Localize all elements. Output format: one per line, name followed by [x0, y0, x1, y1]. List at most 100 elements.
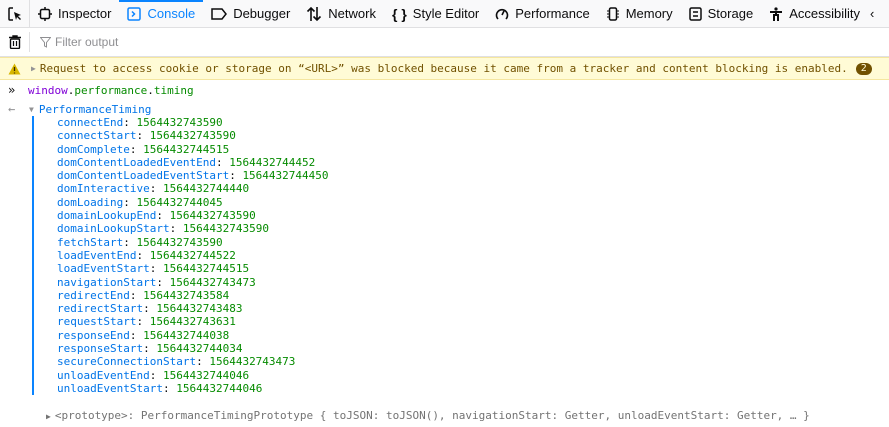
- tab-label: Memory: [625, 6, 673, 21]
- style-editor-icon: { }: [391, 5, 407, 22]
- warning-message: ▶ Request to access cookie or storage on…: [0, 57, 889, 80]
- console-output-line: ← ▼ PerformanceTiming: [0, 102, 151, 116]
- property-colon: :: [123, 235, 137, 249]
- overflow-chevron-icon[interactable]: ‹: [869, 6, 875, 21]
- tab-debugger[interactable]: Debugger: [203, 0, 298, 28]
- expand-arrow-icon[interactable]: ▶: [31, 64, 36, 73]
- memory-icon: [606, 6, 619, 21]
- property-colon: :: [149, 182, 163, 196]
- tab-label: Network: [328, 6, 376, 21]
- property-colon: :: [143, 302, 157, 316]
- object-type-label[interactable]: PerformanceTiming: [38, 102, 152, 116]
- property-value: 1564432744452: [229, 155, 316, 169]
- property-colon: :: [149, 368, 163, 382]
- property-row: domComplete: 1564432744515: [57, 143, 329, 156]
- devtools-toolbar: Inspector Console Debugger Network { } St…: [0, 0, 889, 28]
- tab-console[interactable]: Console: [119, 0, 203, 28]
- property-value: 1564432743483: [156, 302, 243, 316]
- property-row: connectEnd: 1564432743590: [57, 116, 329, 129]
- property-colon: :: [136, 129, 150, 143]
- tab-memory[interactable]: Memory: [598, 0, 681, 28]
- property-value: 1564432743584: [143, 288, 230, 302]
- property-value: 1564432743590: [136, 116, 223, 129]
- property-key: connectStart: [57, 129, 137, 143]
- property-key: redirectEnd: [57, 288, 130, 302]
- property-value: 1564432743590: [136, 235, 223, 249]
- property-row: navigationStart: 1564432743473: [57, 276, 329, 289]
- warning-icon: [8, 63, 21, 74]
- trash-icon: [8, 35, 21, 49]
- filter-input[interactable]: Filter output: [30, 35, 118, 49]
- tab-storage[interactable]: Storage: [681, 0, 762, 28]
- property-row: unloadEventEnd: 1564432744046: [57, 369, 329, 382]
- property-colon: :: [215, 155, 230, 169]
- property-key: domComplete: [57, 142, 130, 156]
- warning-text: Request to access cookie or storage on “…: [39, 62, 848, 75]
- clear-console-button[interactable]: [0, 32, 30, 52]
- tab-label: Performance: [515, 6, 590, 21]
- property-key: connectEnd: [57, 116, 124, 129]
- property-value: 1564432743590: [169, 209, 256, 223]
- property-colon: :: [162, 381, 177, 395]
- property-row: secureConnectionStart: 1564432743473: [57, 355, 329, 368]
- tab-label: Storage: [707, 6, 754, 21]
- property-row: loadEventStart: 1564432744515: [57, 262, 329, 275]
- tab-performance[interactable]: Performance: [487, 0, 597, 28]
- property-colon: :: [149, 262, 163, 276]
- property-colon: :: [129, 142, 144, 156]
- debugger-icon: [211, 7, 228, 20]
- prototype-row[interactable]: ▶<prototype>: PerformanceTimingPrototype…: [46, 409, 810, 422]
- property-key: navigationStart: [57, 275, 157, 289]
- result-arrow-icon: ←: [8, 102, 16, 116]
- property-row: connectStart: 1564432743590: [57, 129, 329, 142]
- performance-icon: [495, 8, 509, 20]
- property-key: secureConnectionStart: [57, 355, 197, 369]
- property-row: loadEventEnd: 1564432744522: [57, 249, 329, 262]
- collapse-arrow-icon[interactable]: ▼: [29, 104, 34, 114]
- console-filter-bar: Filter output: [0, 28, 889, 57]
- input-dot: .: [67, 83, 75, 97]
- property-key: loadEventEnd: [57, 248, 137, 262]
- console-input-line: » window.performance.timing: [0, 83, 194, 97]
- filter-icon: [40, 36, 51, 48]
- prompt-chevron-icon: »: [8, 83, 16, 97]
- input-property: performance: [74, 83, 148, 97]
- inspector-icon: [38, 6, 52, 21]
- property-value: 1564432744045: [136, 195, 223, 209]
- property-row: redirectStart: 1564432743483: [57, 302, 329, 315]
- property-colon: :: [136, 315, 150, 329]
- tab-accessibility[interactable]: Accessibility: [761, 0, 868, 28]
- property-key: fetchStart: [57, 235, 124, 249]
- storage-icon: [688, 6, 702, 21]
- input-property: timing: [153, 83, 194, 97]
- property-row: domInteractive: 1564432744440: [57, 182, 329, 195]
- property-key: loadEventStart: [57, 262, 150, 276]
- tab-style-editor[interactable]: { } Style Editor: [384, 0, 487, 28]
- property-row: domContentLoadedEventEnd: 1564432744452: [57, 156, 329, 169]
- property-row: responseEnd: 1564432744038: [57, 329, 329, 342]
- tab-network[interactable]: Network: [298, 0, 384, 28]
- property-row: domContentLoadedEventStart: 156443274445…: [57, 169, 329, 182]
- property-key: domContentLoadedEventStart: [57, 169, 230, 183]
- tab-inspector[interactable]: Inspector: [30, 0, 119, 28]
- property-row: requestStart: 1564432743631: [57, 315, 329, 328]
- property-row: domainLookupEnd: 1564432743590: [57, 209, 329, 222]
- property-value: 1564432744046: [162, 368, 250, 382]
- tab-label: Console: [147, 6, 196, 21]
- property-colon: :: [229, 169, 243, 183]
- property-value: 1564432743590: [149, 129, 236, 143]
- property-colon: :: [123, 116, 137, 129]
- tab-label: Accessibility: [789, 6, 860, 21]
- element-picker-button[interactable]: [0, 0, 30, 28]
- property-key: unloadEventStart: [57, 381, 163, 395]
- input-object: window: [28, 83, 68, 97]
- tab-label: Inspector: [58, 6, 112, 21]
- property-key: redirectStart: [57, 302, 144, 316]
- element-picker-icon: [7, 6, 21, 21]
- property-value: 1564432744515: [162, 262, 250, 276]
- tab-label: Style Editor: [412, 6, 480, 21]
- property-colon: :: [143, 342, 157, 356]
- property-value: 1564432743473: [169, 275, 256, 289]
- expand-arrow-icon[interactable]: ▶: [46, 412, 51, 421]
